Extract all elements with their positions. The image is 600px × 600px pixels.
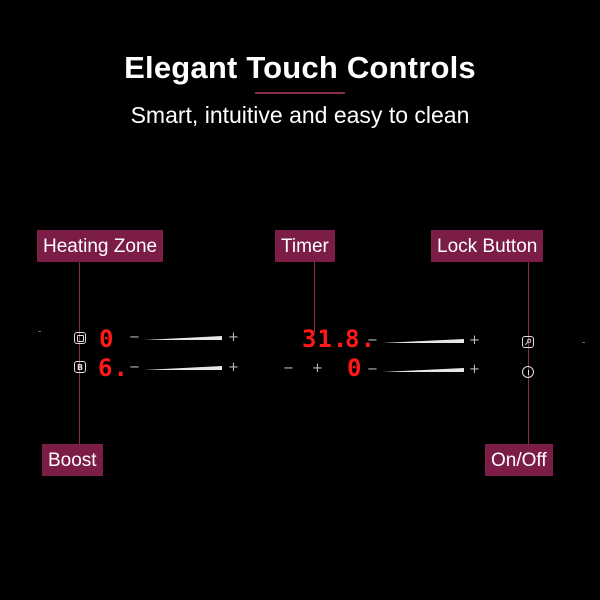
zone3-minus-button[interactable]: − [367, 362, 378, 377]
heating-zone-connector [79, 262, 80, 444]
zone1-power-slider[interactable] [144, 335, 222, 340]
timer-plus-button[interactable]: + [312, 361, 323, 376]
on-off-label: On/Off [485, 444, 553, 476]
timer-connector [314, 262, 315, 332]
zone1-display: 0 [99, 325, 115, 353]
panel-edge-mark [38, 331, 41, 332]
lock-connector [528, 262, 529, 444]
boost-label: Boost [42, 444, 103, 476]
heating-zone-label: Heating Zone [37, 230, 164, 262]
zone3-power-slider[interactable] [382, 367, 464, 372]
title-divider [255, 92, 345, 94]
zone3-upper-plus-button[interactable]: + [469, 333, 480, 348]
timer-label: Timer [275, 230, 335, 262]
lock-button-label: Lock Button [431, 230, 544, 262]
zone3-display: 0 [347, 354, 363, 382]
power-icon[interactable] [522, 366, 534, 378]
zone3-upper-slider[interactable] [382, 338, 464, 343]
zone-icon[interactable] [74, 332, 86, 344]
zone3-upper-minus-button[interactable]: − [367, 333, 378, 348]
zone2-plus-button[interactable]: + [228, 360, 239, 375]
timer-display-secondary: 8. [345, 325, 376, 353]
panel-edge-mark [582, 342, 585, 343]
boost-icon[interactable]: B [74, 361, 86, 373]
timer-minus-button[interactable]: − [283, 361, 294, 376]
zone1-plus-button[interactable]: + [228, 330, 239, 345]
lock-icon[interactable] [522, 336, 534, 348]
zone1-minus-button[interactable]: − [129, 330, 140, 345]
page-subtitle: Smart, intuitive and easy to clean [130, 102, 470, 128]
timer-display-primary: 31. [302, 325, 349, 353]
zone3-plus-button[interactable]: + [469, 362, 480, 377]
zone2-power-slider[interactable] [144, 365, 222, 370]
zone2-minus-button[interactable]: − [129, 360, 140, 375]
zone2-display: 6. [98, 354, 129, 382]
page-title: Elegant Touch Controls [124, 50, 476, 85]
